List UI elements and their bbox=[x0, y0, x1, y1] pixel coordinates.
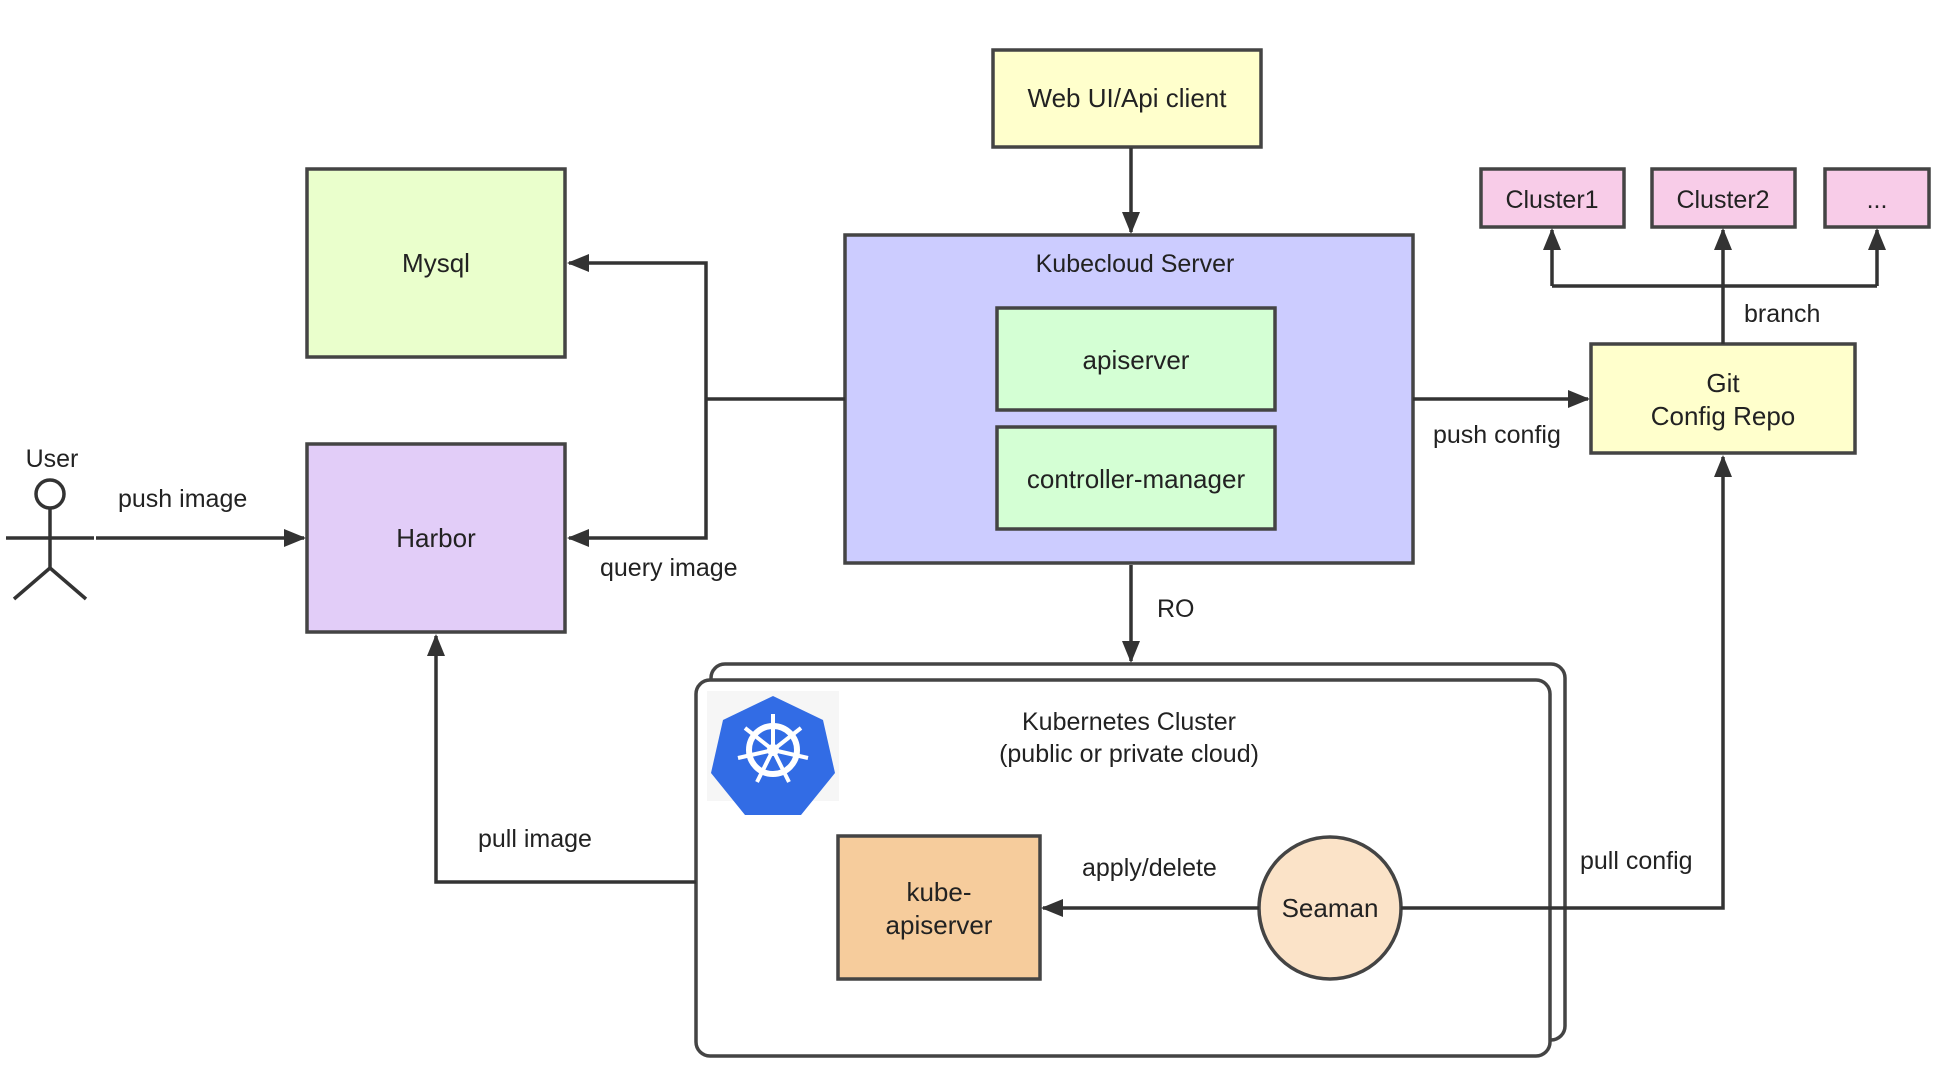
web-client-node: Web UI/Api client bbox=[991, 48, 1263, 149]
cluster-more-node: ... bbox=[1823, 167, 1931, 229]
mysql-box bbox=[305, 167, 567, 359]
mysql-node: Mysql bbox=[305, 167, 567, 359]
seaman-label: Seaman bbox=[1282, 893, 1379, 923]
cluster2-node: Cluster2 bbox=[1650, 167, 1797, 229]
edge-label-pull-image: pull image bbox=[478, 825, 592, 853]
kubecloud-server-node: Kubecloud Server apiserver controller-ma… bbox=[843, 233, 1415, 565]
user-right-leg bbox=[48, 566, 88, 601]
kubecloud-server-label: Kubecloud Server bbox=[1036, 250, 1235, 278]
apiserver-box bbox=[995, 306, 1277, 412]
cluster1-label: Cluster1 bbox=[1505, 186, 1598, 214]
user-actor: User bbox=[6, 445, 94, 601]
web-client-box bbox=[991, 48, 1263, 149]
git-repo-label-line1: Git bbox=[1706, 368, 1740, 398]
kube-apiserver-label-line2: apiserver bbox=[886, 910, 993, 940]
cluster2-label: Cluster2 bbox=[1676, 186, 1769, 214]
apiserver-label: apiserver bbox=[1083, 345, 1190, 375]
edge-seaman-to-git bbox=[1401, 455, 1732, 910]
edge-label-push-config: push config bbox=[1433, 421, 1561, 449]
git-repo-label-line2: Config Repo bbox=[1651, 401, 1796, 431]
edge-kubecloud-to-harbor bbox=[567, 399, 708, 547]
user-label: User bbox=[26, 445, 79, 473]
controller-manager-label: controller-manager bbox=[1027, 464, 1246, 494]
controller-manager-box bbox=[995, 425, 1277, 531]
user-left-leg bbox=[12, 566, 52, 601]
k8s-cluster-label-line2: (public or private cloud) bbox=[999, 740, 1259, 768]
edge-k8s-to-harbor bbox=[427, 634, 696, 884]
kube-apiserver-label-line1: kube- bbox=[906, 877, 971, 907]
git-repo-node: Git Config Repo bbox=[1589, 342, 1857, 455]
harbor-box bbox=[305, 442, 567, 634]
cluster1-node: Cluster1 bbox=[1479, 167, 1626, 229]
k8s-cluster-node: Kubernetes Cluster (public or private cl… bbox=[694, 662, 1567, 1058]
kube-apiserver-box bbox=[836, 834, 1042, 981]
harbor-label: Harbor bbox=[396, 523, 476, 553]
cluster-more-box bbox=[1823, 167, 1931, 229]
kubernetes-logo-icon bbox=[707, 691, 839, 815]
cluster-more-label: ... bbox=[1867, 186, 1888, 214]
edge-label-pull-config: pull config bbox=[1580, 847, 1693, 875]
git-repo-box bbox=[1589, 342, 1857, 455]
edge-label-branch: branch bbox=[1744, 300, 1820, 328]
harbor-node: Harbor bbox=[305, 442, 567, 634]
k8s-cluster-label-line1: Kubernetes Cluster bbox=[1022, 708, 1236, 736]
edge-label-apply-delete: apply/delete bbox=[1082, 854, 1217, 882]
edge-kubecloud-to-mysql bbox=[567, 254, 708, 399]
edge-label-query-image: query image bbox=[600, 554, 738, 582]
edge-label-push-image: push image bbox=[118, 485, 247, 513]
user-head bbox=[34, 478, 66, 510]
cluster1-box bbox=[1479, 167, 1626, 229]
edge-label-ro: RO bbox=[1157, 595, 1195, 623]
cluster2-box bbox=[1650, 167, 1797, 229]
mysql-label: Mysql bbox=[402, 248, 470, 278]
web-client-label: Web UI/Api client bbox=[1028, 83, 1228, 113]
